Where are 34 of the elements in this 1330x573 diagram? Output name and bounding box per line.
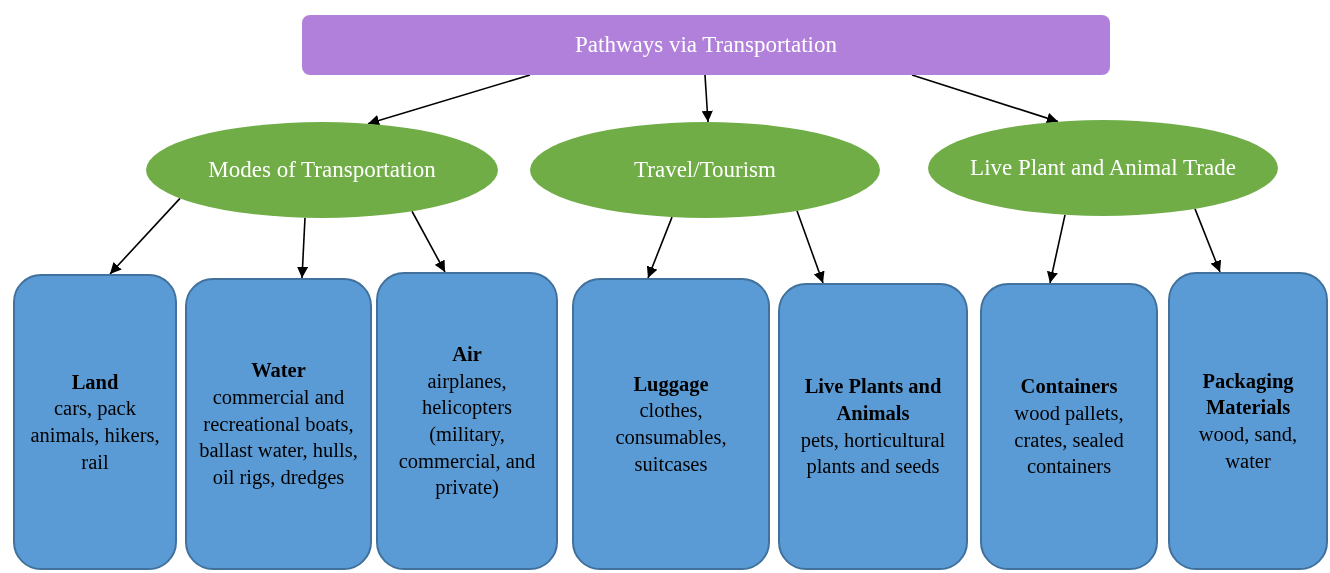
pathway-heading: Water — [251, 358, 306, 384]
arrow — [367, 74, 531, 126]
pathway-examples: wood pallets, crates, sealed containers — [1013, 400, 1125, 480]
pathway-heading: Containers — [1020, 374, 1118, 400]
pathway-heading: Air — [452, 342, 482, 368]
pathway-heading: Land — [71, 369, 119, 395]
pathway-card — [376, 272, 558, 570]
title-text: Pathways via Transportation — [575, 32, 837, 58]
category-label: Modes of Transportation — [208, 156, 436, 185]
arrow — [1046, 214, 1066, 284]
pathway-card — [572, 278, 770, 570]
pathway-examples: airplanes, helicopters (military, commercial, and private) — [397, 368, 537, 501]
pathway-examples: clothes, consumables, suitcases — [614, 398, 728, 477]
arrow — [796, 210, 825, 284]
category-label: Travel/Tourism — [634, 156, 776, 185]
pathway-examples: pets, horticultural plants and seeds — [799, 427, 947, 480]
arrow — [109, 197, 181, 275]
arrow — [296, 217, 309, 279]
arrow — [646, 216, 673, 279]
pathway-examples: cars, pack animals, hikers, rail — [29, 396, 161, 475]
pathway-card — [13, 274, 177, 570]
arrow — [701, 74, 713, 123]
pathway-card — [185, 278, 372, 570]
pathway-card — [1168, 272, 1328, 570]
title-banner — [302, 15, 1110, 75]
pathway-card — [980, 283, 1158, 570]
category-label: Live Plant and Animal Trade — [970, 154, 1236, 183]
pathway-examples: wood, sand, water — [1197, 422, 1299, 474]
pathway-examples: commercial and recreational boats, ballast water, hulls, oil rigs, dredges — [198, 385, 359, 491]
pathway-heading: Luggage — [633, 371, 709, 398]
arrow — [411, 210, 446, 273]
arrow — [911, 74, 1059, 124]
arrow — [1194, 208, 1222, 273]
pathway-card — [778, 283, 968, 570]
